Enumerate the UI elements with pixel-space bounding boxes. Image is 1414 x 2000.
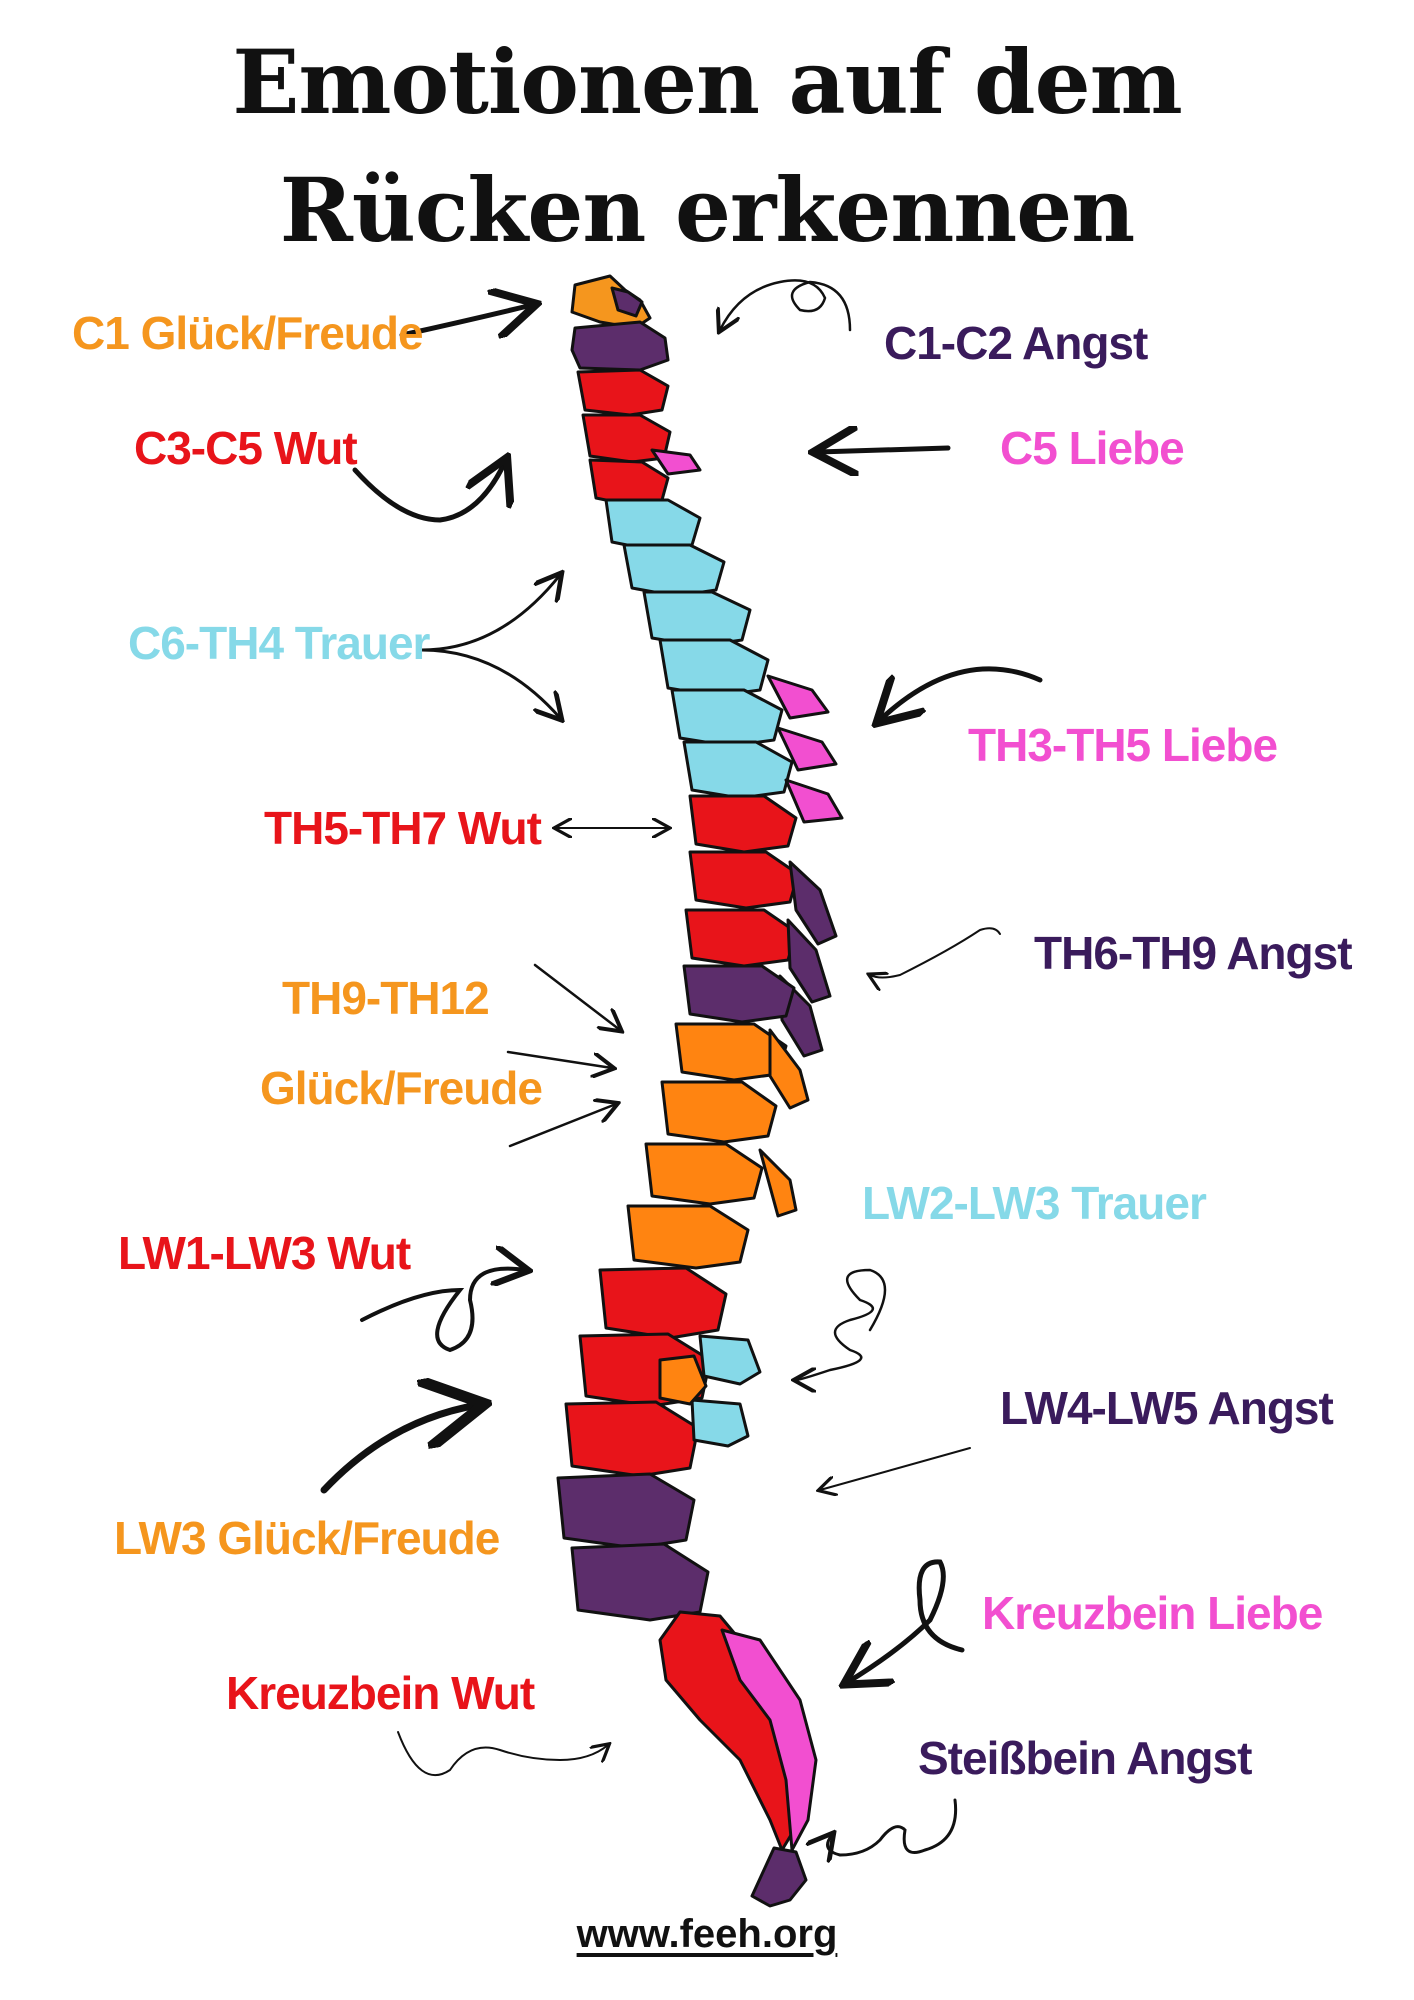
arrow-c6th4-up [420,575,560,652]
arrow-c3c5 [352,462,505,523]
arrow-th6th9 [870,927,1001,977]
arrow-c6th4-down [420,648,560,718]
vertebra-c7 [622,543,726,598]
arrow-c1c2 [720,279,852,330]
label-c3c5-wut: C3-C5 Wut [134,422,358,474]
label-th9th12-glueck-freude: Glück/Freude [260,1062,543,1114]
vertebra-lw3-joint [658,1354,708,1406]
page-title-line-1: Emotionen auf dem [232,30,1182,134]
vertebra-lw2-process [698,1334,762,1386]
label-lw3-glueck-freude: LW3 Glück/Freude [114,1512,500,1564]
label-th9th12: TH9-TH12 [282,972,490,1024]
vertebra-th6-process [788,860,838,946]
footer-website-link[interactable]: www.feeh.org [576,1912,838,1956]
page-title-line-2: Rücken erkennen [279,158,1136,262]
vertebra-th11 [644,1142,764,1206]
vertebra-th1 [642,590,752,648]
vertebra-th5-process [784,778,844,824]
vertebra-th12 [626,1204,750,1270]
vertebra-lw3-process [690,1398,750,1448]
vertebra-th7 [684,908,798,968]
vertebra-lw1 [598,1266,728,1340]
vertebra-th6 [688,850,800,910]
coccyx [750,1846,808,1908]
label-steissbein-angst: Steißbein Angst [918,1732,1252,1784]
vertebra-th4 [682,740,794,800]
vertebra-th-processes-orange [758,1028,810,1218]
arrow-th9-1 [533,963,620,1030]
vertebra-c1-posterior [610,286,644,318]
arrow-th9-3 [508,1104,616,1148]
vertebra-th10 [660,1080,778,1144]
label-kreuzbein-liebe: Kreuzbein Liebe [982,1587,1323,1639]
vertebra-lw5 [570,1542,710,1622]
arrow-th9-2 [506,1050,612,1068]
arrow-c5 [818,448,951,452]
sacrum-pink [720,1628,818,1852]
arrow-lw4lw5 [820,1447,971,1490]
label-th5th7-wut: TH5-TH7 Wut [264,802,542,854]
label-th6th9-angst: TH6-TH9 Angst [1034,927,1353,979]
vertebra-c2 [570,320,670,372]
label-c1c2-angst: C1-C2 Angst [884,317,1148,369]
vertebra-th3 [670,688,784,748]
vertebra-th5 [688,794,798,854]
arrow-lw2lw3 [796,1268,887,1380]
label-lw2lw3-trauer: LW2-LW3 Trauer [862,1177,1207,1229]
label-kreuzbein-wut: Kreuzbein Wut [226,1667,535,1719]
vertebra-c3 [576,368,670,417]
label-c6th4-trauer: C6-TH4 Trauer [128,617,430,669]
arrows [320,279,1043,1855]
arrow-steissbein [828,1798,958,1855]
label-lw1lw3-wut: LW1-LW3 Wut [118,1227,411,1279]
spine [556,274,844,1908]
label-lw4lw5-angst: LW4-LW5 Angst [1000,1382,1334,1434]
arrow-kreuzbein-wut [397,1731,608,1776]
label-th3th5-liebe: TH3-TH5 Liebe [968,719,1278,771]
vertebra-c6 [604,498,702,552]
vertebra-th8 [682,964,796,1024]
vertebra-th2 [658,638,770,698]
vertebra-th7-process [786,918,832,1004]
arrow-th3th5 [880,666,1043,720]
label-c1-glueck-freude: C1 Glück/Freude [72,307,424,359]
label-c5-liebe: C5 Liebe [1000,422,1185,474]
arrow-c1 [399,305,532,335]
vertebra-th3-process [766,674,830,720]
arrow-kreuzbein-liebe [848,1559,965,1682]
vertebra-th4-process [776,726,838,772]
vertebra-c5 [588,458,670,507]
arrow-lw3 [320,1405,478,1494]
vertebra-c5-process [650,448,702,476]
arrow-lw1lw3 [360,1269,525,1353]
vertebra-lw3 [564,1400,700,1478]
vertebra-lw4 [556,1472,696,1550]
